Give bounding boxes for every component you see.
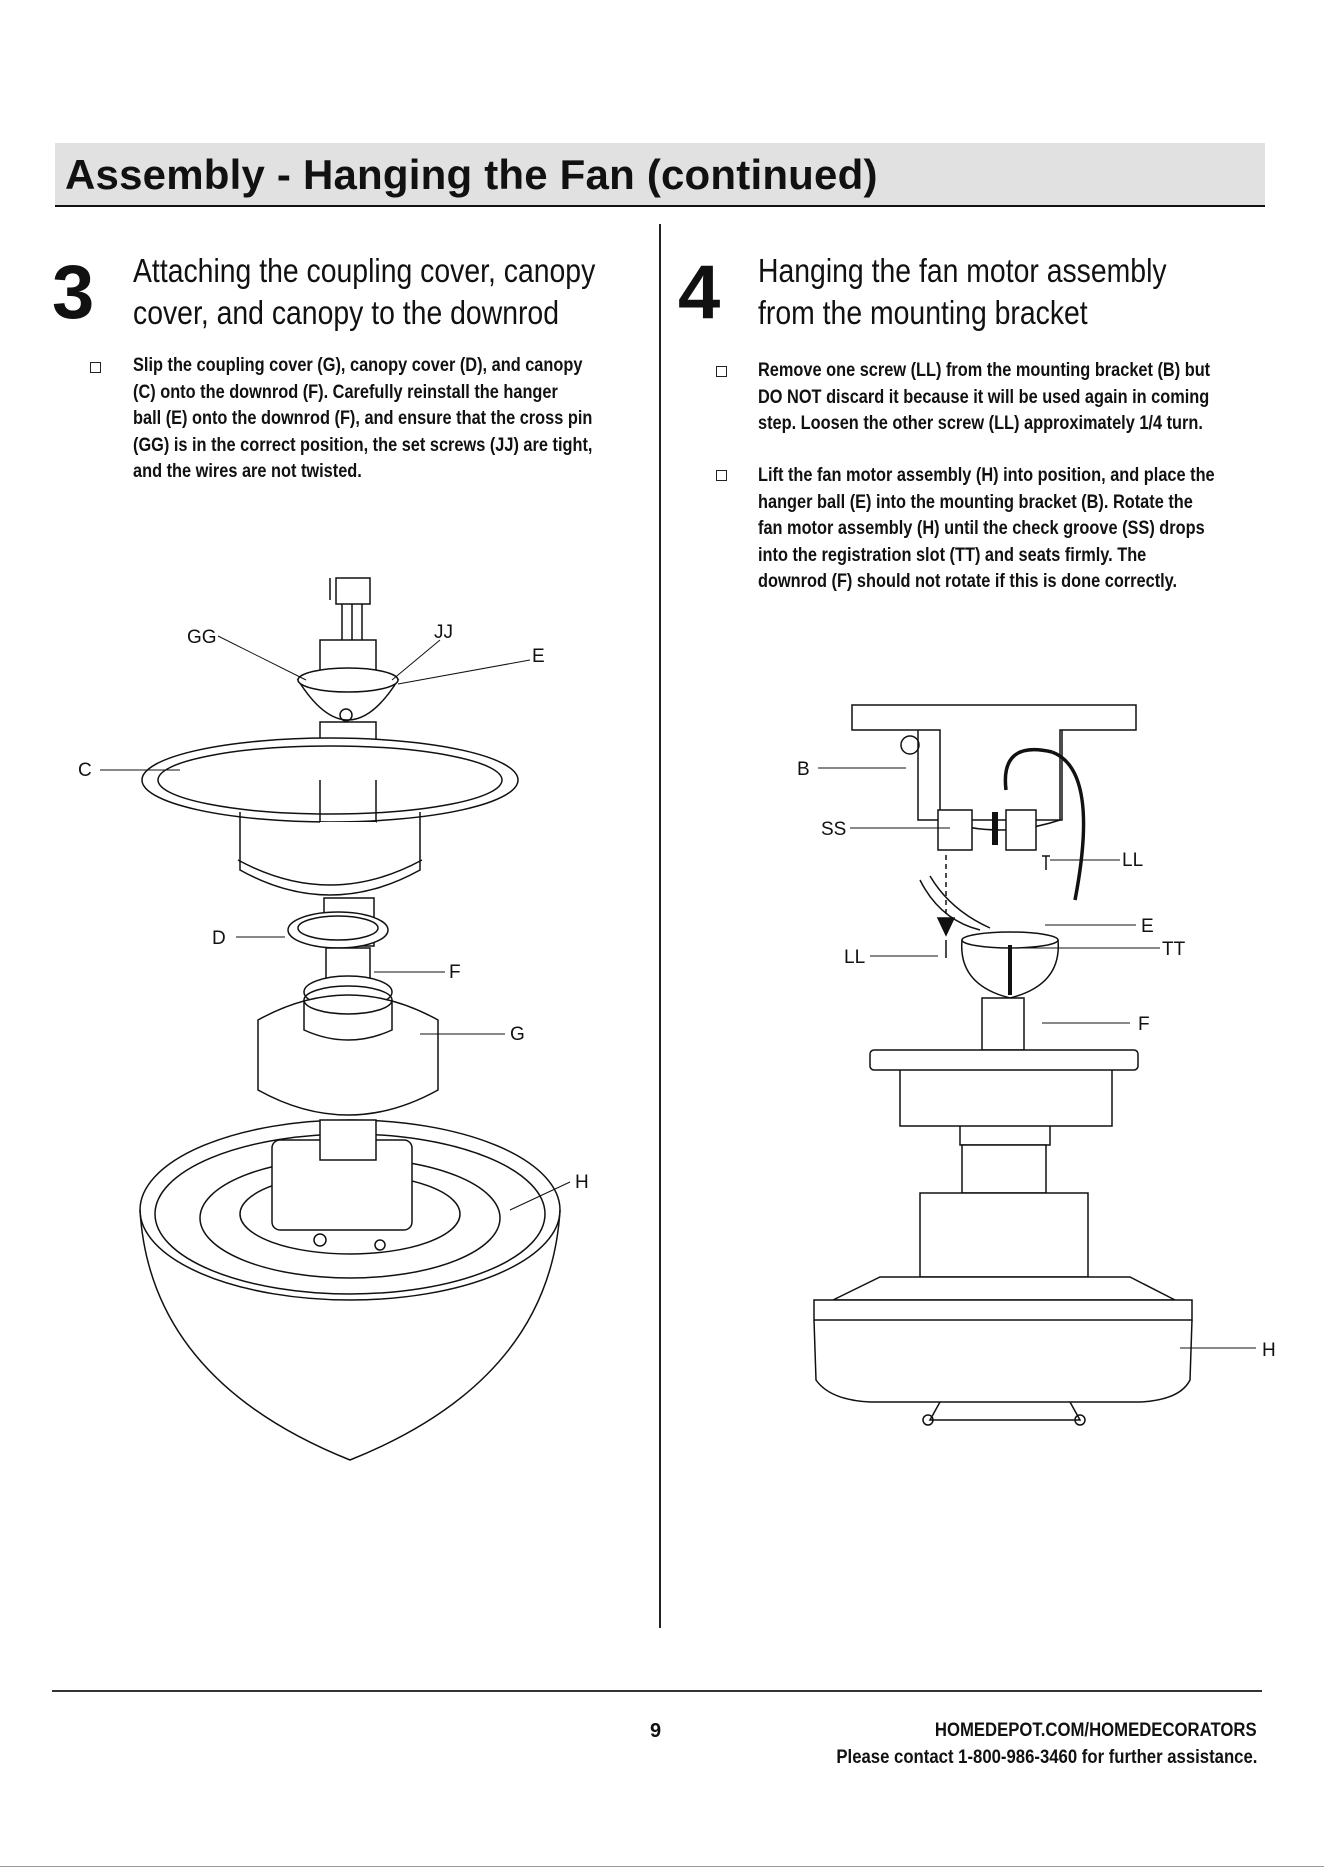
callout-D: D <box>212 928 226 949</box>
page-bottom-edge <box>0 1866 1324 1867</box>
step-4-heading-line1: Hanging the fan motor assembly <box>758 252 1167 289</box>
page-title: Assembly - Hanging the Fan (continued) <box>65 151 878 198</box>
step-3-bullet-1-line: (GG) is in the correct position, the set… <box>133 434 593 456</box>
callout-G: G <box>510 1024 525 1045</box>
step-3-bullet-1: Slip the coupling cover (G), canopy cove… <box>133 353 592 486</box>
footer-divider <box>52 1690 1262 1692</box>
step-4-heading-line2: from the mounting bracket <box>758 294 1088 331</box>
step-3-bullet-1-line: and the wires are not twisted. <box>133 461 362 482</box>
callout-E: E <box>1141 916 1154 937</box>
callout-LL: LL <box>1122 850 1143 871</box>
step-4-heading: Hanging the fan motor assembly from the … <box>758 250 1167 334</box>
callout-F: F <box>449 962 461 983</box>
step-4-bullet-2-line: Lift the fan motor assembly (H) into pos… <box>758 465 1215 486</box>
callout-TT: TT <box>1162 939 1186 960</box>
step-4-bullet-1-line: step. Loosen the other screw (LL) approx… <box>758 413 1203 434</box>
step-4-bullet-marker <box>716 366 727 377</box>
callout-H: H <box>575 1172 589 1193</box>
step-4-bullet-2-line: into the registration slot (TT) and seat… <box>758 544 1147 566</box>
step-3-heading-line1: Attaching the coupling cover, canopy <box>133 252 596 289</box>
step-3-bullet-marker <box>90 362 101 373</box>
callout-F: F <box>1138 1014 1150 1035</box>
step-4-bullet-2-line: fan motor assembly (H) until the check g… <box>758 518 1205 539</box>
step-4-hanging-diagram: B SS LL E LL TT F H <box>797 704 1276 1426</box>
step-3-exploded-diagram: GG JJ E C D F G H <box>78 577 589 1461</box>
page-number: 9 <box>650 1720 662 1742</box>
step-3-heading: Attaching the coupling cover, canopy cov… <box>133 250 595 334</box>
step-3-bullet-1-line: ball (E) onto the downrod (F), and ensur… <box>133 408 593 429</box>
step-4-bullet-2-line: downrod (F) should not rotate if this is… <box>758 571 1178 592</box>
callout-GG: GG <box>187 627 217 648</box>
step-4-bullet-marker <box>716 470 727 481</box>
callout-JJ: JJ <box>434 622 453 643</box>
footer-contact: Please contact 1-800-986-3460 for furthe… <box>836 1747 1257 1768</box>
step-3-bullet-1-line: (C) onto the downrod (F). Carefully rein… <box>133 381 558 403</box>
step-4-bullet-2-line: hanger ball (E) into the mounting bracke… <box>758 491 1193 513</box>
step-4-bullet-1-line: Remove one screw (LL) from the mounting … <box>758 360 1211 381</box>
footer-url[interactable]: HOMEDEPOT.COM/HOMEDECORATORS <box>935 1720 1257 1741</box>
callout-C: C <box>78 760 92 781</box>
callout-LL: LL <box>844 947 865 968</box>
step-3-bullet-1-line: Slip the coupling cover (G), canopy cove… <box>133 355 583 376</box>
callout-E: E <box>532 646 545 667</box>
callout-B: B <box>797 759 810 780</box>
column-divider <box>659 224 661 1628</box>
step-3-heading-line2: cover, and canopy to the downrod <box>133 294 559 331</box>
step-3-number: 3 <box>52 250 95 335</box>
step-4-number: 4 <box>678 250 721 335</box>
step-4-bullet-1: Remove one screw (LL) from the mounting … <box>758 358 1210 438</box>
step-4-bullet-1-line: DO NOT discard it because it will be use… <box>758 386 1210 408</box>
callout-H: H <box>1262 1340 1276 1361</box>
section-header: Assembly - Hanging the Fan (continued) <box>55 143 1265 207</box>
step-4-bullet-2: Lift the fan motor assembly (H) into pos… <box>758 463 1215 596</box>
callout-SS: SS <box>821 819 846 840</box>
